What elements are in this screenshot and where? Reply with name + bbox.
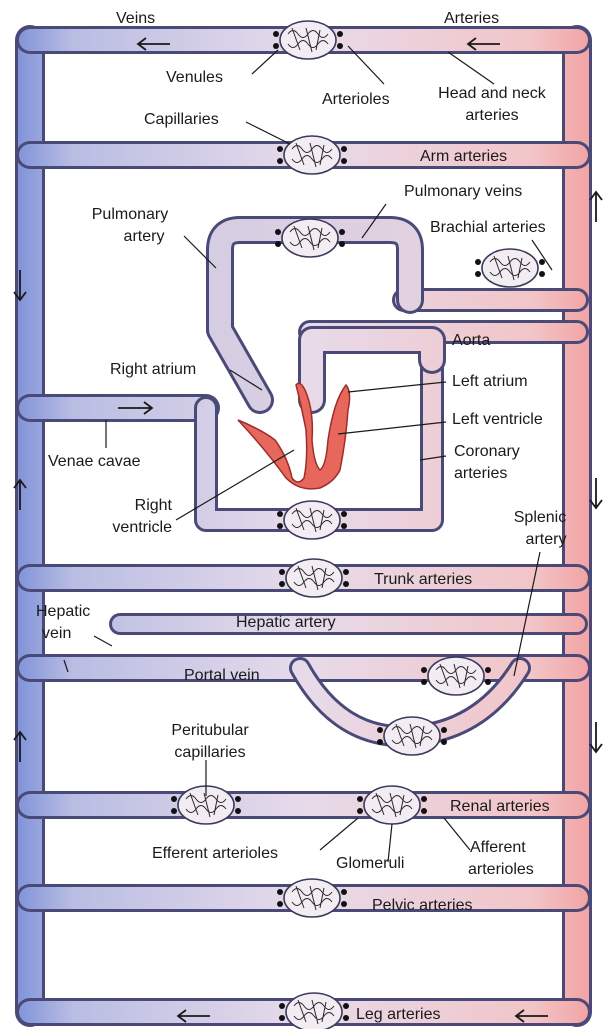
label-right-atrium: Right atrium — [110, 361, 196, 378]
label-head-neck-line1: Head and neck — [438, 85, 547, 102]
label-afferent-line2: arterioles — [468, 861, 534, 878]
label-pulmonary-artery-line1: Pulmonary — [92, 206, 168, 223]
label-pulmonary-artery-line2: artery — [124, 228, 165, 245]
label-peritubular-line2: capillaries — [174, 744, 245, 761]
label-trunk-arteries: Trunk arteries — [374, 571, 472, 588]
label-veins: Veins — [116, 10, 155, 27]
label-capillaries: Capillaries — [144, 111, 219, 128]
label-head-neck-line2: arteries — [465, 107, 518, 124]
label-pelvic-arteries: Pelvic arteries — [372, 897, 472, 914]
label-coronary-line2: arteries — [454, 465, 507, 482]
label-hepatic-artery: Hepatic artery — [236, 614, 336, 631]
label-arterioles: Arterioles — [322, 91, 390, 108]
label-venules: Venules — [166, 69, 223, 86]
label-portal-vein: Portal vein — [184, 667, 260, 684]
label-afferent-line1: Afferent — [470, 839, 526, 856]
label-aorta: Aorta — [452, 332, 490, 349]
label-left-ventricle: Left ventricle — [452, 411, 543, 428]
coronary-capillary-bed — [277, 501, 347, 539]
label-venae-cavae: Venae cavae — [48, 453, 141, 470]
label-coronary-line1: Coronary — [454, 443, 520, 460]
label-arteries: Arteries — [444, 10, 499, 27]
label-splenic-line1: Splenic — [514, 509, 566, 526]
label-arm-arteries: Arm arteries — [420, 148, 507, 165]
label-right-ventricle-line1: Right — [135, 497, 173, 514]
label-renal-arteries: Renal arteries — [450, 798, 550, 815]
label-glomeruli: Glomeruli — [336, 855, 404, 872]
label-left-atrium: Left atrium — [452, 373, 528, 390]
label-efferent-arterioles: Efferent arterioles — [152, 845, 278, 862]
label-splenic-line2: artery — [526, 531, 567, 548]
label-peritubular-line1: Peritubular — [171, 722, 249, 739]
label-right-ventricle-line2: ventricle — [112, 519, 172, 536]
label-hepatic-vein-line1: Hepatic — [36, 603, 90, 620]
label-leg-arteries: Leg arteries — [356, 1006, 441, 1023]
label-brachial-arteries: Brachial arteries — [430, 219, 546, 236]
label-pulmonary-veins: Pulmonary veins — [404, 183, 522, 200]
label-hepatic-vein-line2: vein — [42, 625, 71, 642]
brachial-capillary-bed — [475, 249, 545, 287]
